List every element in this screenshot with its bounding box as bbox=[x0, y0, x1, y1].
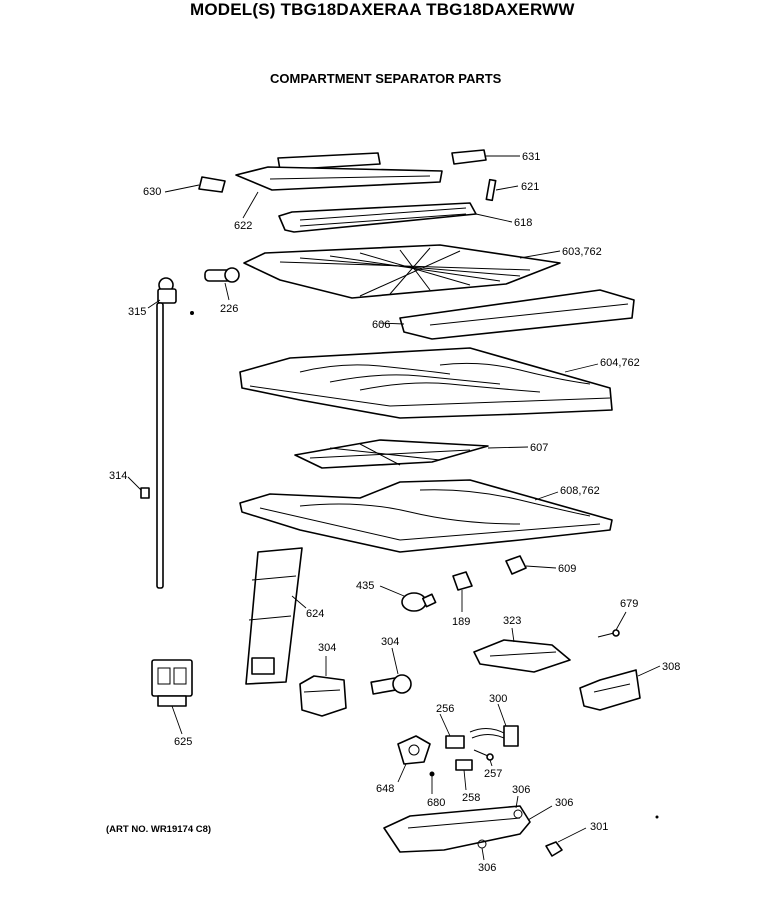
part-304-housing bbox=[299, 656, 347, 717]
part-300-harness bbox=[469, 703, 519, 747]
callout-308: 308 bbox=[662, 661, 680, 673]
callout-323: 323 bbox=[503, 615, 521, 627]
callout-435: 435 bbox=[356, 580, 374, 592]
callout-680: 680 bbox=[427, 797, 445, 809]
part-256 bbox=[439, 713, 465, 749]
callout-618: 618 bbox=[514, 217, 532, 229]
callout-306-c: 306 bbox=[478, 862, 496, 874]
callout-314: 314 bbox=[109, 470, 127, 482]
callout-631: 631 bbox=[522, 151, 540, 163]
part-258 bbox=[455, 759, 473, 791]
part-606-panel bbox=[379, 289, 635, 340]
callout-226: 226 bbox=[220, 303, 238, 315]
part-625-module bbox=[151, 659, 193, 735]
part-618 bbox=[278, 202, 513, 233]
callout-609: 609 bbox=[558, 563, 576, 575]
part-304-gear bbox=[370, 647, 412, 695]
part-315-hinge bbox=[147, 277, 194, 315]
part-607-screen bbox=[294, 439, 529, 469]
art-number: (ART NO. WR19174 C8) bbox=[106, 824, 212, 835]
callout-604-762: 604,762 bbox=[600, 357, 640, 369]
callout-625: 625 bbox=[174, 736, 192, 748]
callout-630: 630 bbox=[143, 186, 161, 198]
part-622-cover bbox=[235, 152, 443, 219]
part-679-screw bbox=[597, 611, 627, 638]
callout-624: 624 bbox=[306, 608, 324, 620]
callout-306-a: 306 bbox=[512, 784, 530, 796]
part-630 bbox=[164, 176, 226, 193]
callout-300: 300 bbox=[489, 693, 507, 705]
part-608-tray bbox=[239, 479, 613, 553]
part-257-screw bbox=[473, 749, 494, 767]
callout-608-762: 608,762 bbox=[560, 485, 600, 497]
callout-257: 257 bbox=[484, 768, 502, 780]
part-189-socket bbox=[452, 571, 473, 612]
callout-622: 622 bbox=[234, 220, 252, 232]
part-603-shelf bbox=[243, 244, 561, 299]
part-308-bracket bbox=[579, 665, 661, 711]
part-306-base bbox=[383, 795, 553, 861]
callout-258: 258 bbox=[462, 792, 480, 804]
part-609 bbox=[505, 555, 557, 575]
callout-304-a: 304 bbox=[318, 642, 336, 654]
part-314-rod bbox=[127, 302, 164, 589]
scan-dot bbox=[655, 815, 659, 819]
part-680 bbox=[429, 771, 435, 794]
callout-648: 648 bbox=[376, 783, 394, 795]
part-621 bbox=[485, 178, 519, 202]
callout-301: 301 bbox=[590, 821, 608, 833]
callout-607: 607 bbox=[530, 442, 548, 454]
part-631 bbox=[451, 149, 520, 165]
part-435-bulb bbox=[379, 585, 437, 612]
callout-256: 256 bbox=[436, 703, 454, 715]
callout-315: 315 bbox=[128, 306, 146, 318]
callout-621: 621 bbox=[521, 181, 539, 193]
part-323-housing bbox=[473, 627, 571, 673]
part-648 bbox=[397, 735, 431, 783]
callout-606: 606 bbox=[372, 319, 390, 331]
callout-306-b: 306 bbox=[555, 797, 573, 809]
callout-189: 189 bbox=[452, 616, 470, 628]
part-624-panel bbox=[245, 547, 307, 685]
callout-304-b: 304 bbox=[381, 636, 399, 648]
part-301-nut bbox=[545, 827, 587, 857]
part-604-tray bbox=[239, 347, 613, 419]
part-226 bbox=[204, 267, 240, 301]
model-title: MODEL(S) TBG18DAXERAA TBG18DAXERWW bbox=[190, 0, 575, 19]
callout-603-762: 603,762 bbox=[562, 246, 602, 258]
callout-679: 679 bbox=[620, 598, 638, 610]
section-title: COMPARTMENT SEPARATOR PARTS bbox=[270, 71, 502, 86]
